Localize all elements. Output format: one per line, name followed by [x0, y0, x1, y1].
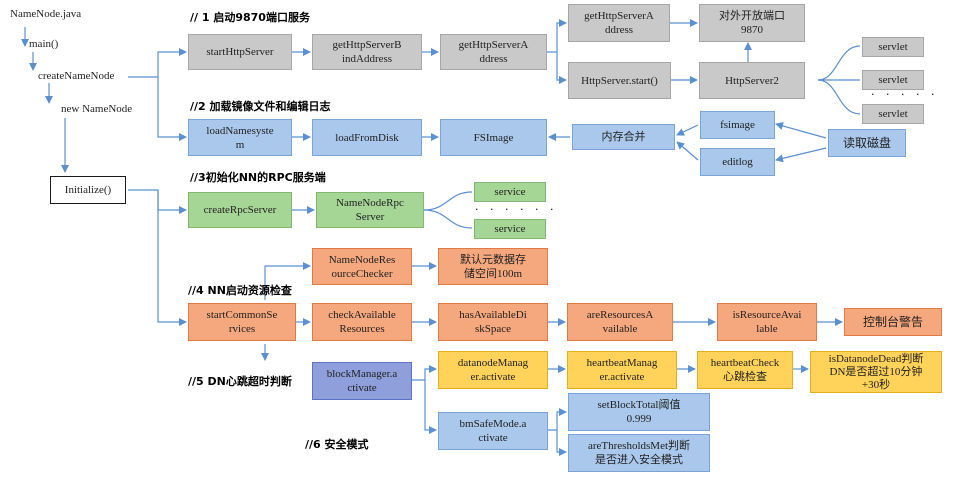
editlog: editlog — [700, 148, 775, 176]
bm-safe-mode-activate: bmSafeMode.a ctivate — [438, 412, 548, 450]
tree-create-namenode: createNameNode — [38, 70, 115, 82]
servlet-1: servlet — [862, 37, 924, 57]
servlet-3: servlet — [862, 104, 924, 124]
header-2: //2 加载镜像文件和编辑日志 — [190, 100, 331, 113]
tree-new-namenode: new NameNode — [61, 103, 133, 115]
is-datanode-dead: isDatanodeDead判断 DN是否超过10分钟 +30秒 — [810, 351, 942, 393]
start-http-server: startHttpServer — [188, 34, 292, 70]
load-namesystem: loadNamesyste m — [188, 119, 292, 156]
block-manager-activate: blockManager.a ctivate — [312, 362, 412, 400]
datanode-manager-activate: datanodeManag er.activate — [438, 351, 548, 389]
set-block-total: setBlockTotal阈值 0.999 — [568, 393, 710, 431]
are-thresholds-met: areThresholdsMet判断 是否进入安全模式 — [568, 434, 710, 472]
namenode-rpc-server: NameNodeRpc Server — [316, 192, 424, 228]
is-resource-available: isResourceAvai lable — [717, 303, 817, 341]
namenode-resource-checker: NameNodeRes ourceChecker — [312, 248, 412, 285]
service-2: service — [474, 219, 546, 239]
tree-main: main() — [29, 38, 59, 50]
are-resources-available: areResourcesA vailable — [567, 303, 673, 341]
header-3: //3初始化NN的RPC服务端 — [190, 171, 326, 184]
create-rpc-server: createRpcServer — [188, 192, 292, 228]
external-port-box: 对外开放端口 9870 — [699, 4, 805, 42]
initialize-box: Initialize() — [50, 176, 126, 204]
fsimage-main: FSImage — [440, 119, 547, 156]
has-available-disk-space: hasAvailableDi skSpace — [438, 303, 548, 341]
service-dots: · · · · · · — [475, 203, 558, 216]
check-available-resources: checkAvailable Resources — [312, 303, 412, 341]
servlet-dots: · · · · · — [871, 88, 939, 101]
servlet-2: servlet — [862, 70, 924, 90]
load-from-disk: loadFromDisk — [312, 119, 422, 156]
start-common-services: startCommonSe rvices — [188, 303, 296, 341]
get-http-server-address: getHttpServerA ddress — [440, 34, 547, 70]
get-http-server-bind-address: getHttpServerB indAddress — [312, 34, 422, 70]
header-4: //4 NN启动资源检查 — [188, 284, 292, 297]
header-1: // 1 启动9870端口服务 — [190, 11, 310, 24]
http-server2: HttpServer2 — [699, 62, 805, 99]
fsimage-file: fsimage — [700, 111, 775, 139]
memory-merge: 内存合并 — [572, 124, 675, 150]
service-1: service — [474, 182, 546, 202]
default-storage-space: 默认元数据存 储空间100m — [438, 248, 548, 285]
get-http-server-address-2: getHttpServerA ddress — [568, 4, 670, 42]
read-disk: 读取磁盘 — [828, 129, 906, 157]
header-5: //5 DN心跳超时判断 — [188, 375, 292, 388]
heartbeat-manager-activate: heartbeatManag er.activate — [567, 351, 677, 389]
header-6: //6 安全模式 — [305, 438, 369, 451]
heartbeat-check: heartbeatCheck 心跳检查 — [697, 351, 793, 389]
http-server-start: HttpServer.start() — [568, 62, 671, 99]
console-warning: 控制台警告 — [844, 308, 942, 336]
tree-namenode-java: NameNode.java — [10, 8, 82, 20]
